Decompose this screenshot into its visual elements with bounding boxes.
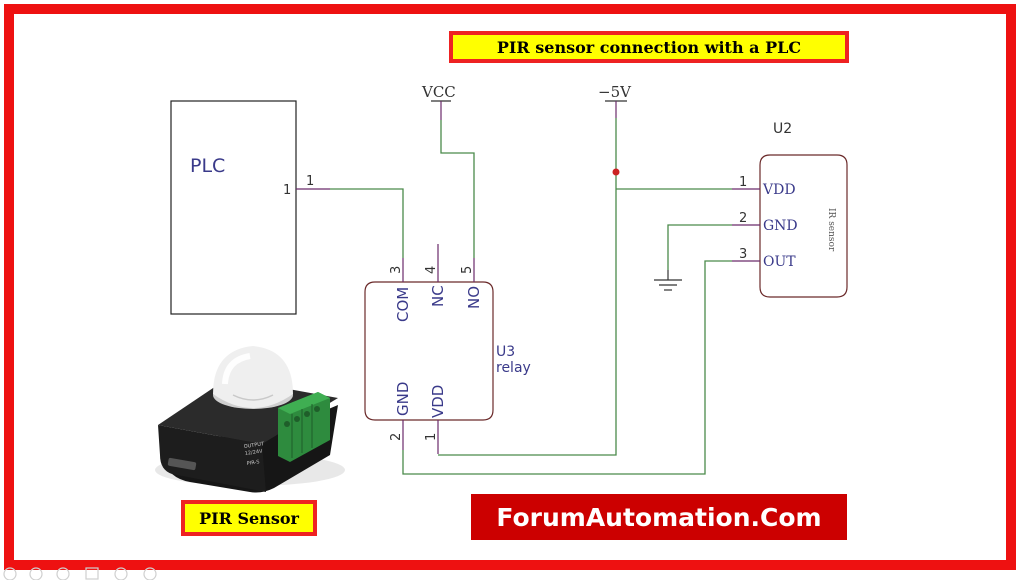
relay-pin-num-1: 1 bbox=[424, 433, 439, 441]
relay-pin-num-3: 3 bbox=[389, 266, 404, 274]
relay-pin-name-nc: NC bbox=[429, 285, 447, 307]
relay-type: relay bbox=[496, 360, 531, 376]
relay-pin-num-5: 5 bbox=[460, 266, 475, 274]
relay-pin-num-2: 2 bbox=[389, 433, 404, 441]
sensor-pin-name-out: OUT bbox=[763, 254, 796, 270]
wire-sensor-out-to-relay-gnd bbox=[402, 260, 732, 475]
wire-5v-to-relay-vdd bbox=[438, 118, 617, 456]
sensor-pin-num-1: 1 bbox=[739, 175, 747, 190]
junction-dot bbox=[612, 168, 620, 176]
diagram-title: PIR sensor connection with a PLC bbox=[449, 31, 849, 63]
toolbar-more-icon[interactable] bbox=[143, 567, 157, 580]
ground-symbol bbox=[654, 270, 682, 291]
toolbar-edit-icon[interactable] bbox=[56, 567, 70, 580]
sensor-pin-num-3: 3 bbox=[739, 247, 747, 262]
plc-block bbox=[170, 100, 297, 315]
neg5v-label: −5V bbox=[598, 83, 632, 101]
relay-pin-name-com: COM bbox=[394, 287, 412, 322]
relay-pin-name-no: NO bbox=[465, 286, 483, 309]
sensor-pin-num-2: 2 bbox=[739, 211, 747, 226]
plc-pin-right: 1 bbox=[306, 174, 314, 189]
viewer-toolbar bbox=[3, 567, 157, 580]
relay-body bbox=[364, 281, 494, 421]
toolbar-back-icon[interactable] bbox=[3, 567, 17, 580]
plc-label: PLC bbox=[190, 155, 225, 177]
relay-pin-name-vdd: VDD bbox=[429, 385, 447, 418]
toolbar-pen-icon[interactable] bbox=[29, 567, 43, 580]
vcc-label: VCC bbox=[421, 83, 456, 101]
toolbar-save-icon[interactable] bbox=[85, 567, 99, 580]
device-label-output-v: 12/24V bbox=[244, 448, 263, 457]
relay-pin-num-4: 4 bbox=[424, 266, 439, 274]
device-label-output: OUTPUT bbox=[243, 441, 265, 450]
sensor-designator: U2 bbox=[773, 121, 792, 137]
device-label-model: PIR-S bbox=[246, 459, 259, 467]
sensor-pin-name-vdd: VDD bbox=[762, 182, 796, 198]
wire-vcc-to-no bbox=[440, 120, 475, 258]
pir-sensor-module-image: OUTPUT 12/24V PIR-S bbox=[155, 346, 345, 493]
relay-pin-name-gnd: GND bbox=[394, 382, 412, 416]
relay-designator: U3 bbox=[496, 344, 515, 360]
sensor-body bbox=[759, 154, 848, 298]
wire-sensor-gnd-to-ground bbox=[667, 224, 732, 270]
sensor-pin-name-gnd: GND bbox=[763, 218, 798, 234]
sensor-body-text: IR sensor bbox=[826, 208, 836, 252]
toolbar-zoom-icon[interactable] bbox=[114, 567, 128, 580]
brand-banner: ForumAutomation.Com bbox=[471, 494, 847, 540]
plc-pin-left: 1 bbox=[283, 183, 291, 198]
wire-plc-to-com bbox=[330, 188, 404, 258]
pir-sensor-caption: PIR Sensor bbox=[181, 500, 317, 536]
